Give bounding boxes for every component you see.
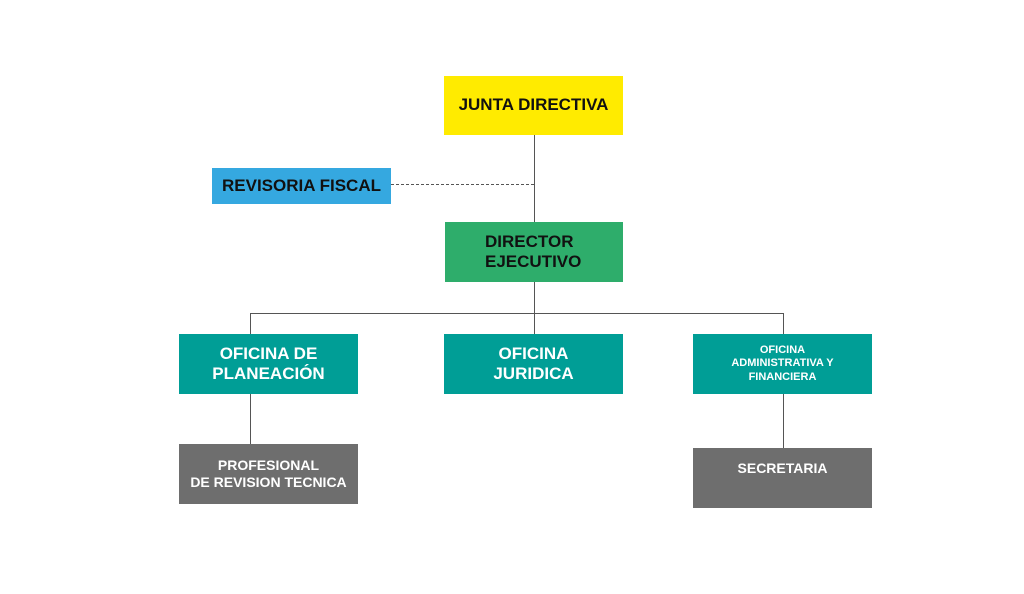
node-label: PROFESIONAL DE REVISION TECNICA	[190, 457, 347, 490]
node-secretaria: SECRETARIA	[693, 448, 872, 508]
node-oficina-planeacion: OFICINA DE PLANEACIÓN	[179, 334, 358, 394]
connector-planeacion-profesional	[250, 394, 251, 444]
node-label: JUNTA DIRECTIVA	[458, 95, 609, 115]
node-oficina-administrativa: OFICINA ADMINISTRATIVA Y FINANCIERA	[693, 334, 872, 394]
connector-bus-administrativa	[783, 313, 784, 334]
node-director-ejecutivo: DIRECTOR EJECUTIVO	[445, 222, 623, 282]
connector-administrativa-secretaria	[783, 394, 784, 448]
node-label: OFICINA DE PLANEACIÓN	[212, 343, 325, 383]
node-label: DIRECTOR EJECUTIVO	[485, 231, 582, 271]
node-label: REVISORIA FISCAL	[222, 175, 381, 195]
node-oficina-juridica: OFICINA JURIDICA	[444, 334, 623, 394]
node-profesional-revision-tecnica: PROFESIONAL DE REVISION TECNICA	[179, 444, 358, 504]
node-label: OFICINA ADMINISTRATIVA Y FINANCIERA	[731, 344, 834, 383]
connector-revisoria-dashed	[391, 184, 534, 185]
node-label: OFICINA JURIDICA	[493, 343, 574, 383]
connector-horizontal-bus	[250, 313, 784, 314]
node-revisoria-fiscal: REVISORIA FISCAL	[212, 168, 391, 204]
node-junta-directiva: JUNTA DIRECTIVA	[444, 76, 623, 135]
connector-bus-planeacion	[250, 313, 251, 334]
node-label: SECRETARIA	[737, 460, 828, 476]
